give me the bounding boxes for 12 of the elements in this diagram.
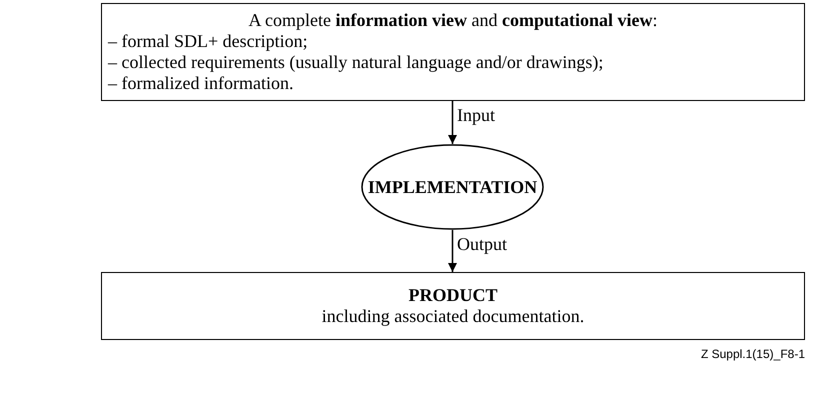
heading-text: A complete information view and computational view:: [248, 10, 658, 31]
text-box: [101, 272, 805, 340]
figure-number: Z Suppl.1(15)_F8-1: [700, 347, 805, 361]
body-text: – formal SDL+ description;: [108, 31, 309, 52]
heading-text: PRODUCT: [408, 285, 498, 306]
heading-text: IMPLEMENTATION: [368, 176, 538, 198]
arrow: [448, 230, 457, 272]
body-text: including associated documentation.: [320, 306, 586, 327]
body-text: – formalized information.: [108, 73, 294, 94]
text-box: [101, 3, 805, 101]
body-text: – collected requirements (usually natural language and/or drawings);: [108, 52, 604, 73]
arrow: [448, 101, 457, 144]
